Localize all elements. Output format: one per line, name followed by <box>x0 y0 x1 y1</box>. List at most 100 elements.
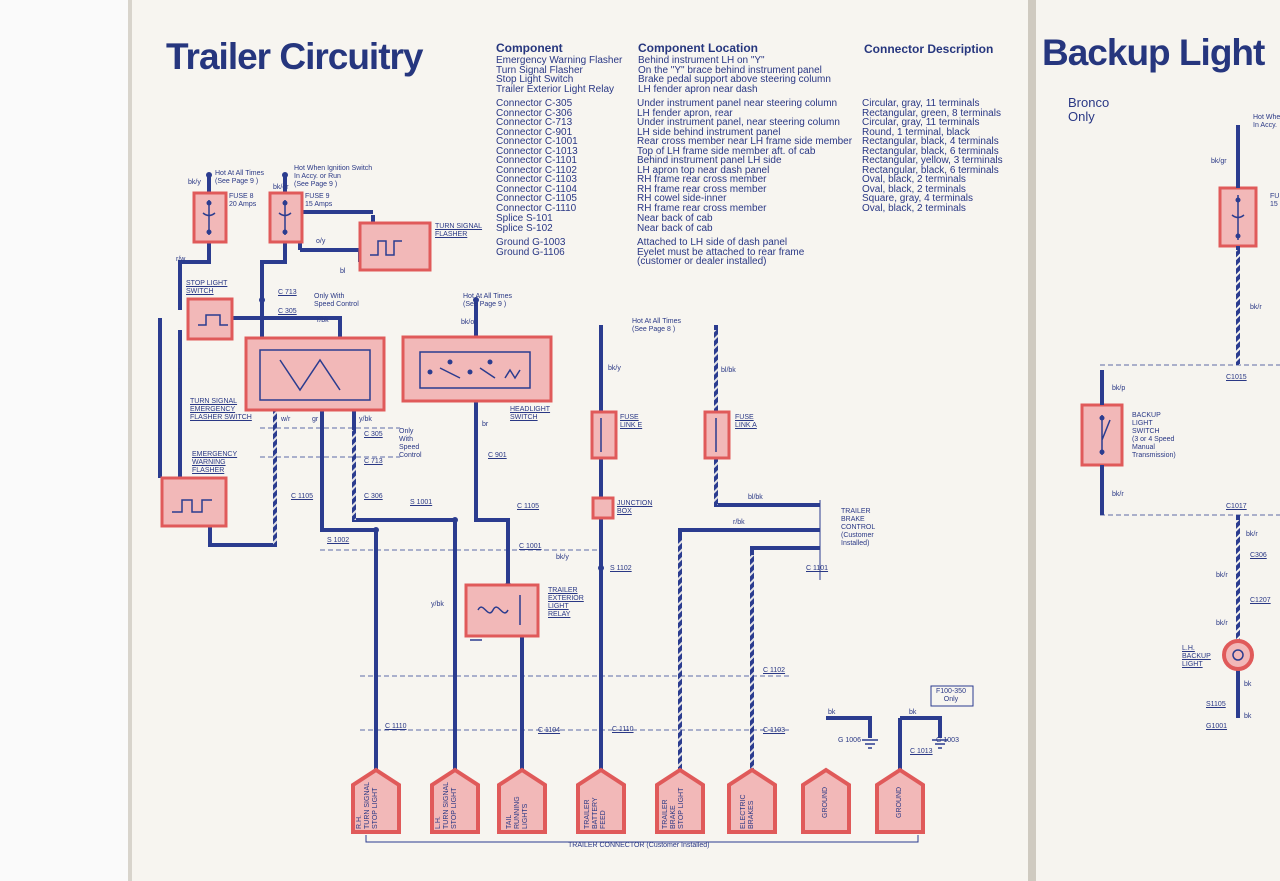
row-name: Connector C-901 <box>496 126 573 138</box>
label-lh-backup-light: L.H. BACKUP LIGHT <box>1182 645 1211 668</box>
row-location: Near back of cab <box>637 222 713 234</box>
right-page-title: Backup Light <box>1042 32 1265 73</box>
wire-label: bk/gr <box>273 184 289 191</box>
row-name: Connector C-1001 <box>496 136 578 147</box>
row-location: Brake pedal support above steering colum… <box>638 74 831 85</box>
ground-locations: Attached to LH side of dash panel Eyelet… <box>637 238 804 267</box>
terminal-lh-turn <box>430 767 480 834</box>
terminal-label: ELECTRIC BRAKES <box>740 794 755 829</box>
row-location: Near back of cab <box>637 213 713 224</box>
connector-label: C 1103 <box>763 727 786 734</box>
wire-label: r/w <box>176 256 186 263</box>
f100-box <box>930 685 974 707</box>
label-hot-ignition: Hot When Ignition Switch In Accy. or Run… <box>294 165 373 188</box>
row-description: Circular, gray, 11 terminals <box>862 117 980 128</box>
label-turn-signal-flasher: TURN SIGNAL FLASHER <box>435 223 483 238</box>
terminal-battery <box>576 767 626 834</box>
binding <box>1028 0 1036 881</box>
connector-label: C 1102 <box>763 667 786 674</box>
connector-label: C1017 <box>1226 503 1247 510</box>
row-name: Connector C-305 <box>496 98 573 109</box>
row-name: Ground G-1003 <box>496 237 566 248</box>
row-description: Rectangular, green, 8 terminals <box>862 107 1001 119</box>
wire-label: br <box>482 421 489 428</box>
turn-signal-flasher-box <box>358 221 432 272</box>
wire-label: bk/r <box>1246 531 1258 538</box>
row-location: On the "Y" brace behind instrument panel <box>638 64 822 76</box>
component-locations: Behind instrument LH on "Y" On the "Y" b… <box>638 56 831 94</box>
row-description: Square, gray, 4 terminals <box>862 193 973 204</box>
fuse8-box <box>192 191 228 244</box>
row-location: Attached to LH side of dash panel <box>637 237 788 248</box>
right-page-subtitle: Bronco Only <box>1068 95 1110 124</box>
left-page <box>132 0 1028 881</box>
stop-light-switch-box <box>186 297 234 341</box>
header-location: Component Location <box>638 41 758 55</box>
row-location: RH frame rear cross member <box>637 183 767 195</box>
connector-label: G1001 <box>1206 723 1228 730</box>
row-location: Behind instrument panel LH side <box>637 155 782 166</box>
row-location: Eyelet must be attached to rear frame (c… <box>637 246 805 267</box>
terminal-label: GROUND <box>896 786 903 818</box>
connector-label: C 1105 <box>291 493 314 500</box>
connector-label: C1015 <box>1226 374 1247 381</box>
wire-label: r/bk <box>317 317 329 324</box>
terminal-tail <box>497 767 547 834</box>
wire-label: r <box>178 367 181 374</box>
connector-label: C 305 <box>278 308 297 315</box>
row-location: Top of LH frame side member aft. of cab <box>637 145 816 157</box>
row-description: Oval, black, 2 terminals <box>862 202 966 214</box>
fuse-link-e-box <box>590 410 618 460</box>
label-trailer-relay: TRAILER EXTERIOR LIGHT RELAY <box>548 587 584 618</box>
terminal-label: TRAILER BRAKE STOP LIGHT <box>662 787 685 829</box>
terminal-label: TAIL RUNNING LIGHTS <box>506 796 529 829</box>
row-name: Ground G-1106 <box>496 246 565 258</box>
fuse9-box <box>268 191 304 244</box>
row-location: Behind instrument LH on "Y" <box>638 55 765 66</box>
row-description: Oval, black, 2 terminals <box>862 183 966 195</box>
connector-label: S 1102 <box>610 565 632 572</box>
connector-label: C 1110 <box>385 723 407 730</box>
wire-label: y/bk <box>431 601 444 608</box>
terminal-label: GROUND <box>822 786 829 818</box>
label-fuse-link-e: FUSE LINK E <box>620 414 643 429</box>
label-hot-when: Hot Whe In Accy. <box>1253 114 1280 129</box>
header-connector: Connector Description <box>864 42 994 56</box>
connector-label: S 1002 <box>327 537 350 544</box>
label-fuse9: FUSE 9 15 Amps <box>305 193 333 208</box>
row-name: Splice S-102 <box>496 222 553 234</box>
wire-label: bl/bk <box>721 367 736 374</box>
row-location: LH fender apron, rear <box>637 107 733 119</box>
label-fuse-link-a: FUSE LINK A <box>735 414 757 429</box>
connector-label: C 306 <box>364 493 383 500</box>
terminal-ground-1 <box>801 767 851 834</box>
connector-label: G 1003 <box>936 737 959 744</box>
row-location: RH frame rear cross member <box>637 174 767 185</box>
row-location: Rear cross member near LH frame side mem… <box>637 136 853 147</box>
wire-label: bk/y <box>188 179 201 186</box>
emergency-flasher-box <box>160 476 228 528</box>
connector-descriptions: Circular, gray, 11 terminals Rectangular… <box>862 99 1003 213</box>
wire-label: bk <box>1244 713 1252 720</box>
wire-label: bk/r <box>1112 491 1124 498</box>
headlight-switch-box <box>401 335 553 403</box>
connector-label: C 713 <box>278 289 297 296</box>
row-description: Round, 1 terminal, black <box>862 126 970 138</box>
row-location: Under instrument panel, near steering co… <box>637 117 840 128</box>
label-turn-signal-switch: TURN SIGNAL EMERGENCY FLASHER SWITCH <box>190 398 252 421</box>
connector-label: C 713 <box>364 458 383 465</box>
left-margin <box>0 0 130 881</box>
page-edge <box>128 0 132 881</box>
component-list: Emergency Warning Flasher Turn Signal Fl… <box>496 56 622 94</box>
terminal-label: L.H. TURN SIGNAL STOP LIGHT <box>435 781 458 829</box>
row-name: Connector C-306 <box>496 107 573 119</box>
row-description: Rectangular, black, 6 terminals <box>862 164 999 176</box>
label-f100: F100-350 Only <box>936 688 966 703</box>
terminal-ground-2 <box>875 767 925 834</box>
row-description: Oval, black, 2 terminals <box>862 174 966 185</box>
terminal-label: TRAILER BATTERY FEED <box>584 797 607 829</box>
connector-list: Connector C-305 Connector C-306 Connecto… <box>496 99 578 213</box>
connector-label: C 1013 <box>910 748 933 755</box>
